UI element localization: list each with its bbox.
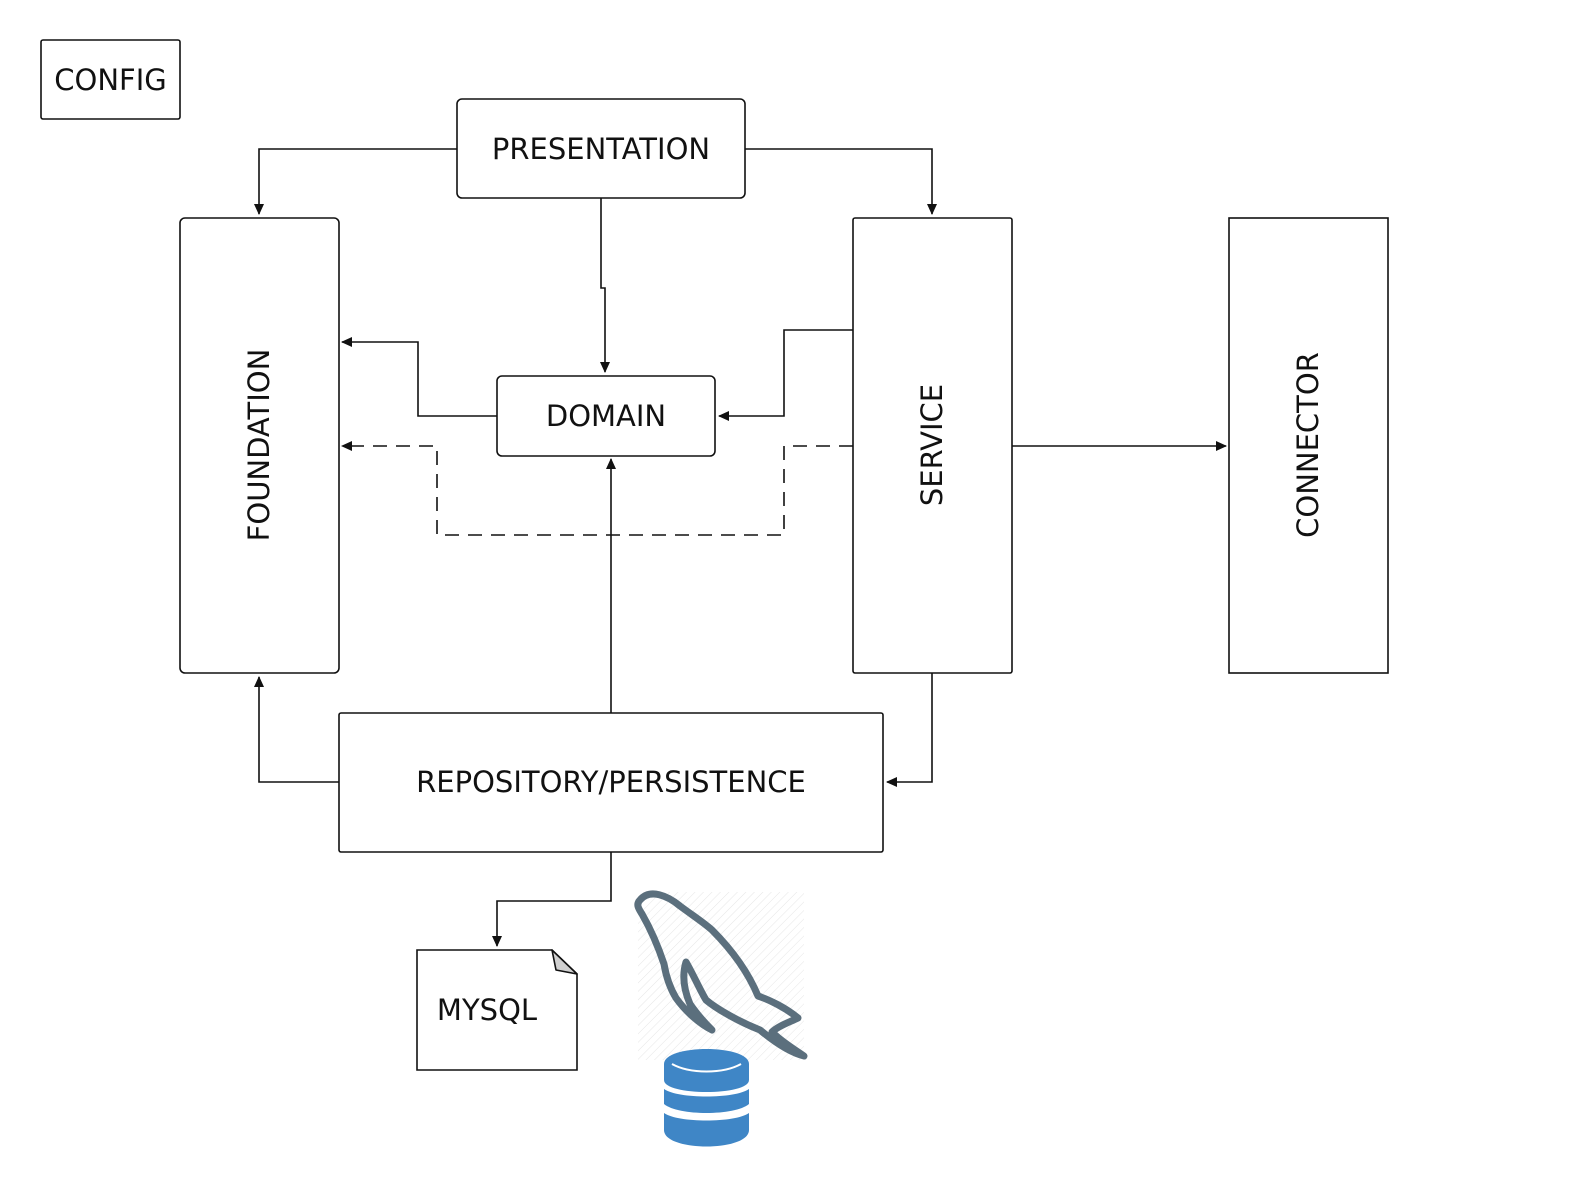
config-node: CONFIG [40, 39, 181, 120]
service-label: SERVICE [915, 384, 949, 506]
edge-service-foundation-dashed [341, 441, 853, 536]
repository-label: REPOSITORY/PERSISTENCE [416, 765, 806, 799]
edge-presentation-domain [600, 198, 610, 373]
edge-repository-foundation [254, 676, 339, 783]
edge-repository-mysql [492, 852, 612, 947]
connector-node: CONNECTOR [1228, 217, 1389, 674]
presentation-node: PRESENTATION [456, 98, 746, 199]
edge-presentation-foundation [254, 148, 457, 215]
foundation-node: FOUNDATION [179, 217, 340, 674]
database-icon [664, 1049, 749, 1147]
foundation-label: FOUNDATION [242, 349, 276, 542]
mysql-dolphin-icon [634, 890, 808, 1060]
repository-node: REPOSITORY/PERSISTENCE [338, 712, 884, 853]
mysql-node: MYSQL [416, 949, 578, 1071]
document-fold [551, 949, 578, 975]
edge-service-domain [718, 329, 853, 421]
edge-service-repository [886, 673, 933, 787]
config-label: CONFIG [54, 63, 166, 97]
connectors [254, 148, 1227, 947]
domain-node: DOMAIN [496, 375, 716, 457]
mysql-document-shape [416, 949, 578, 1071]
domain-label: DOMAIN [546, 399, 666, 433]
mysql-label: MYSQL [437, 993, 537, 1027]
connector-label: CONNECTOR [1291, 352, 1325, 538]
edge-presentation-service [745, 148, 937, 215]
presentation-label: PRESENTATION [492, 132, 710, 166]
edge-domain-foundation [341, 337, 497, 417]
service-node: SERVICE [852, 217, 1013, 674]
